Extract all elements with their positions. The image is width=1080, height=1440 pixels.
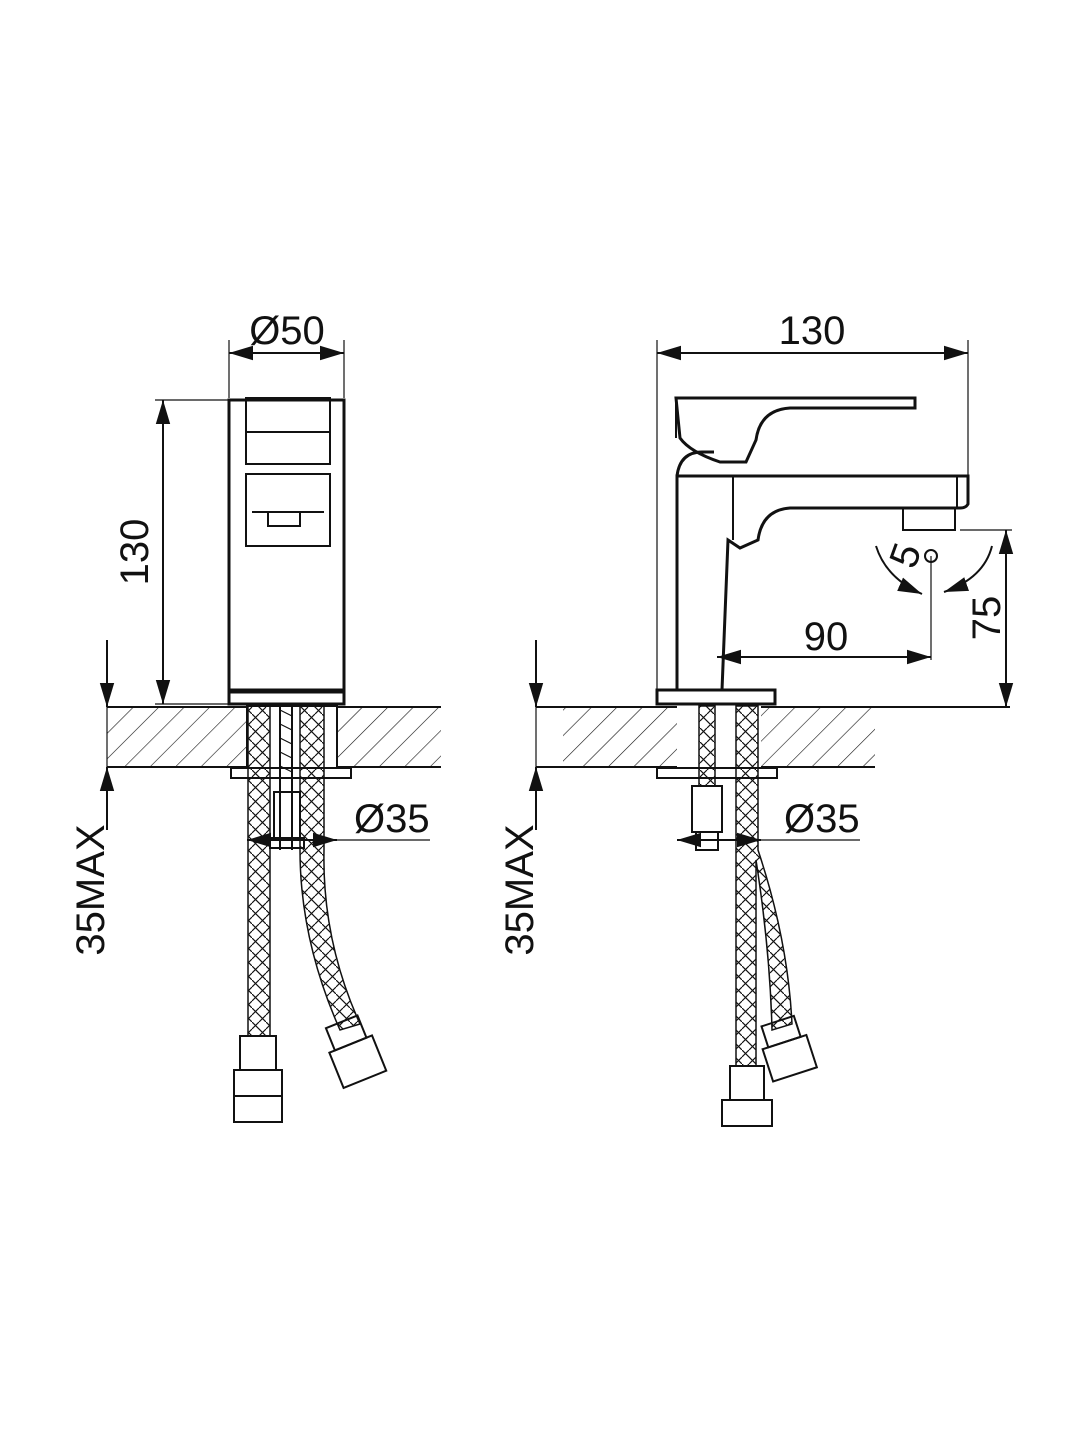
front-height-dimension: 130: [113, 399, 246, 705]
side-faucet-body: [655, 396, 970, 706]
front-hole-dimension: Ø35: [247, 797, 430, 848]
front-height-label: 130: [113, 519, 157, 586]
side-spout-height-dimension: 75: [960, 529, 1014, 707]
front-deck-dimension: 35MAX: [69, 640, 115, 956]
side-hole-label: Ø35: [784, 797, 860, 841]
side-countertop: [536, 706, 1010, 768]
side-hole-dimension: Ø35: [677, 797, 860, 848]
front-faucet-body: [227, 397, 346, 706]
side-deck-dimension: 35MAX: [498, 640, 544, 956]
side-spout-height-label: 75: [965, 596, 1009, 641]
front-deck-label: 35MAX: [69, 824, 113, 955]
front-diameter-dimension: Ø50: [228, 309, 345, 398]
front-countertop: [107, 706, 441, 768]
side-reach-dimension: 90: [717, 615, 931, 665]
side-deck-label: 35MAX: [498, 824, 542, 955]
side-mounting-hoses: [656, 705, 819, 1127]
side-reach-label: 90: [804, 615, 849, 659]
side-width-label: 130: [779, 309, 846, 353]
front-diameter-label: Ø50: [249, 309, 325, 353]
side-view: 130 5 90 75 Ø35: [498, 309, 1014, 1127]
front-hole-label: Ø35: [354, 797, 430, 841]
side-width-dimension: 130: [656, 309, 969, 690]
front-mounting-hoses: [230, 705, 388, 1123]
front-view: Ø50 130 Ø35 35MAX: [69, 309, 441, 1123]
